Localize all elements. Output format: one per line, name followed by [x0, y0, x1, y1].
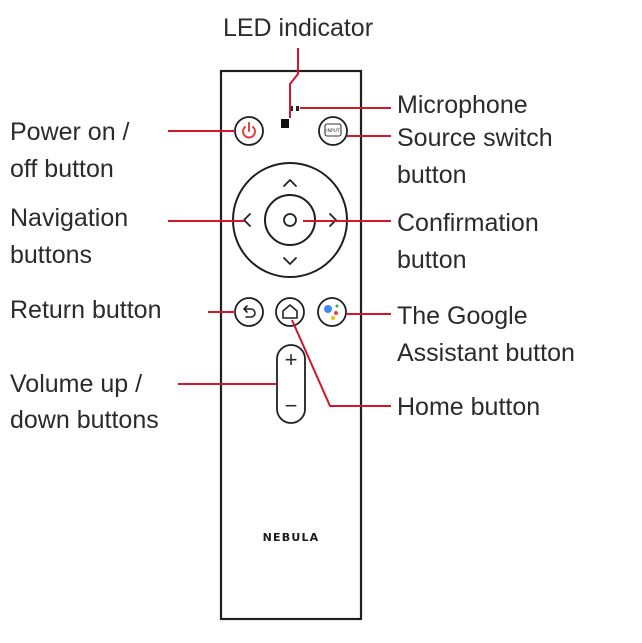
label-google-2: Assistant button — [397, 339, 575, 367]
led-indicator — [281, 119, 289, 128]
input-icon — [324, 123, 342, 137]
led-leader-line — [289, 48, 299, 118]
google-assistant-icon — [324, 304, 339, 320]
source-key-text: INPUT — [326, 128, 340, 134]
label-navigation-1: Navigation — [10, 204, 128, 232]
volume-up-icon[interactable]: + — [285, 347, 298, 372]
return-icon — [243, 305, 256, 318]
microphone-hole-2 — [296, 106, 299, 111]
microphone-hole — [290, 106, 293, 111]
volume-down-icon[interactable]: − — [285, 393, 298, 418]
label-power-2: off button — [10, 155, 114, 183]
power-button[interactable] — [234, 116, 264, 146]
label-confirmation-2: button — [397, 246, 467, 274]
volume-rocker[interactable]: + − — [276, 344, 306, 424]
brand-logo: NEBULA — [263, 531, 320, 544]
home-leader-line — [291, 319, 391, 407]
label-source-2: button — [397, 161, 467, 189]
label-home: Home button — [397, 393, 540, 421]
label-google-1: The Google — [397, 302, 528, 330]
label-confirmation-1: Confirmation — [397, 209, 539, 237]
label-navigation-2: buttons — [10, 241, 92, 269]
label-volume-1: Volume up / — [10, 370, 142, 398]
return-button[interactable] — [234, 297, 264, 327]
source-switch-button[interactable]: INPUT — [318, 116, 348, 146]
label-source-1: Source switch — [397, 124, 553, 152]
label-return: Return button — [10, 296, 162, 324]
google-assistant-button[interactable] — [317, 297, 347, 327]
power-icon — [242, 122, 256, 139]
label-power-1: Power on / — [10, 118, 130, 146]
home-button[interactable] — [275, 297, 305, 327]
nav-up-icon[interactable] — [283, 179, 297, 187]
label-microphone: Microphone — [397, 91, 528, 119]
ok-icon — [283, 213, 297, 227]
nav-down-icon[interactable] — [283, 257, 297, 265]
home-icon — [282, 304, 298, 319]
label-led-indicator: LED indicator — [223, 14, 373, 42]
label-volume-2: down buttons — [10, 406, 159, 434]
